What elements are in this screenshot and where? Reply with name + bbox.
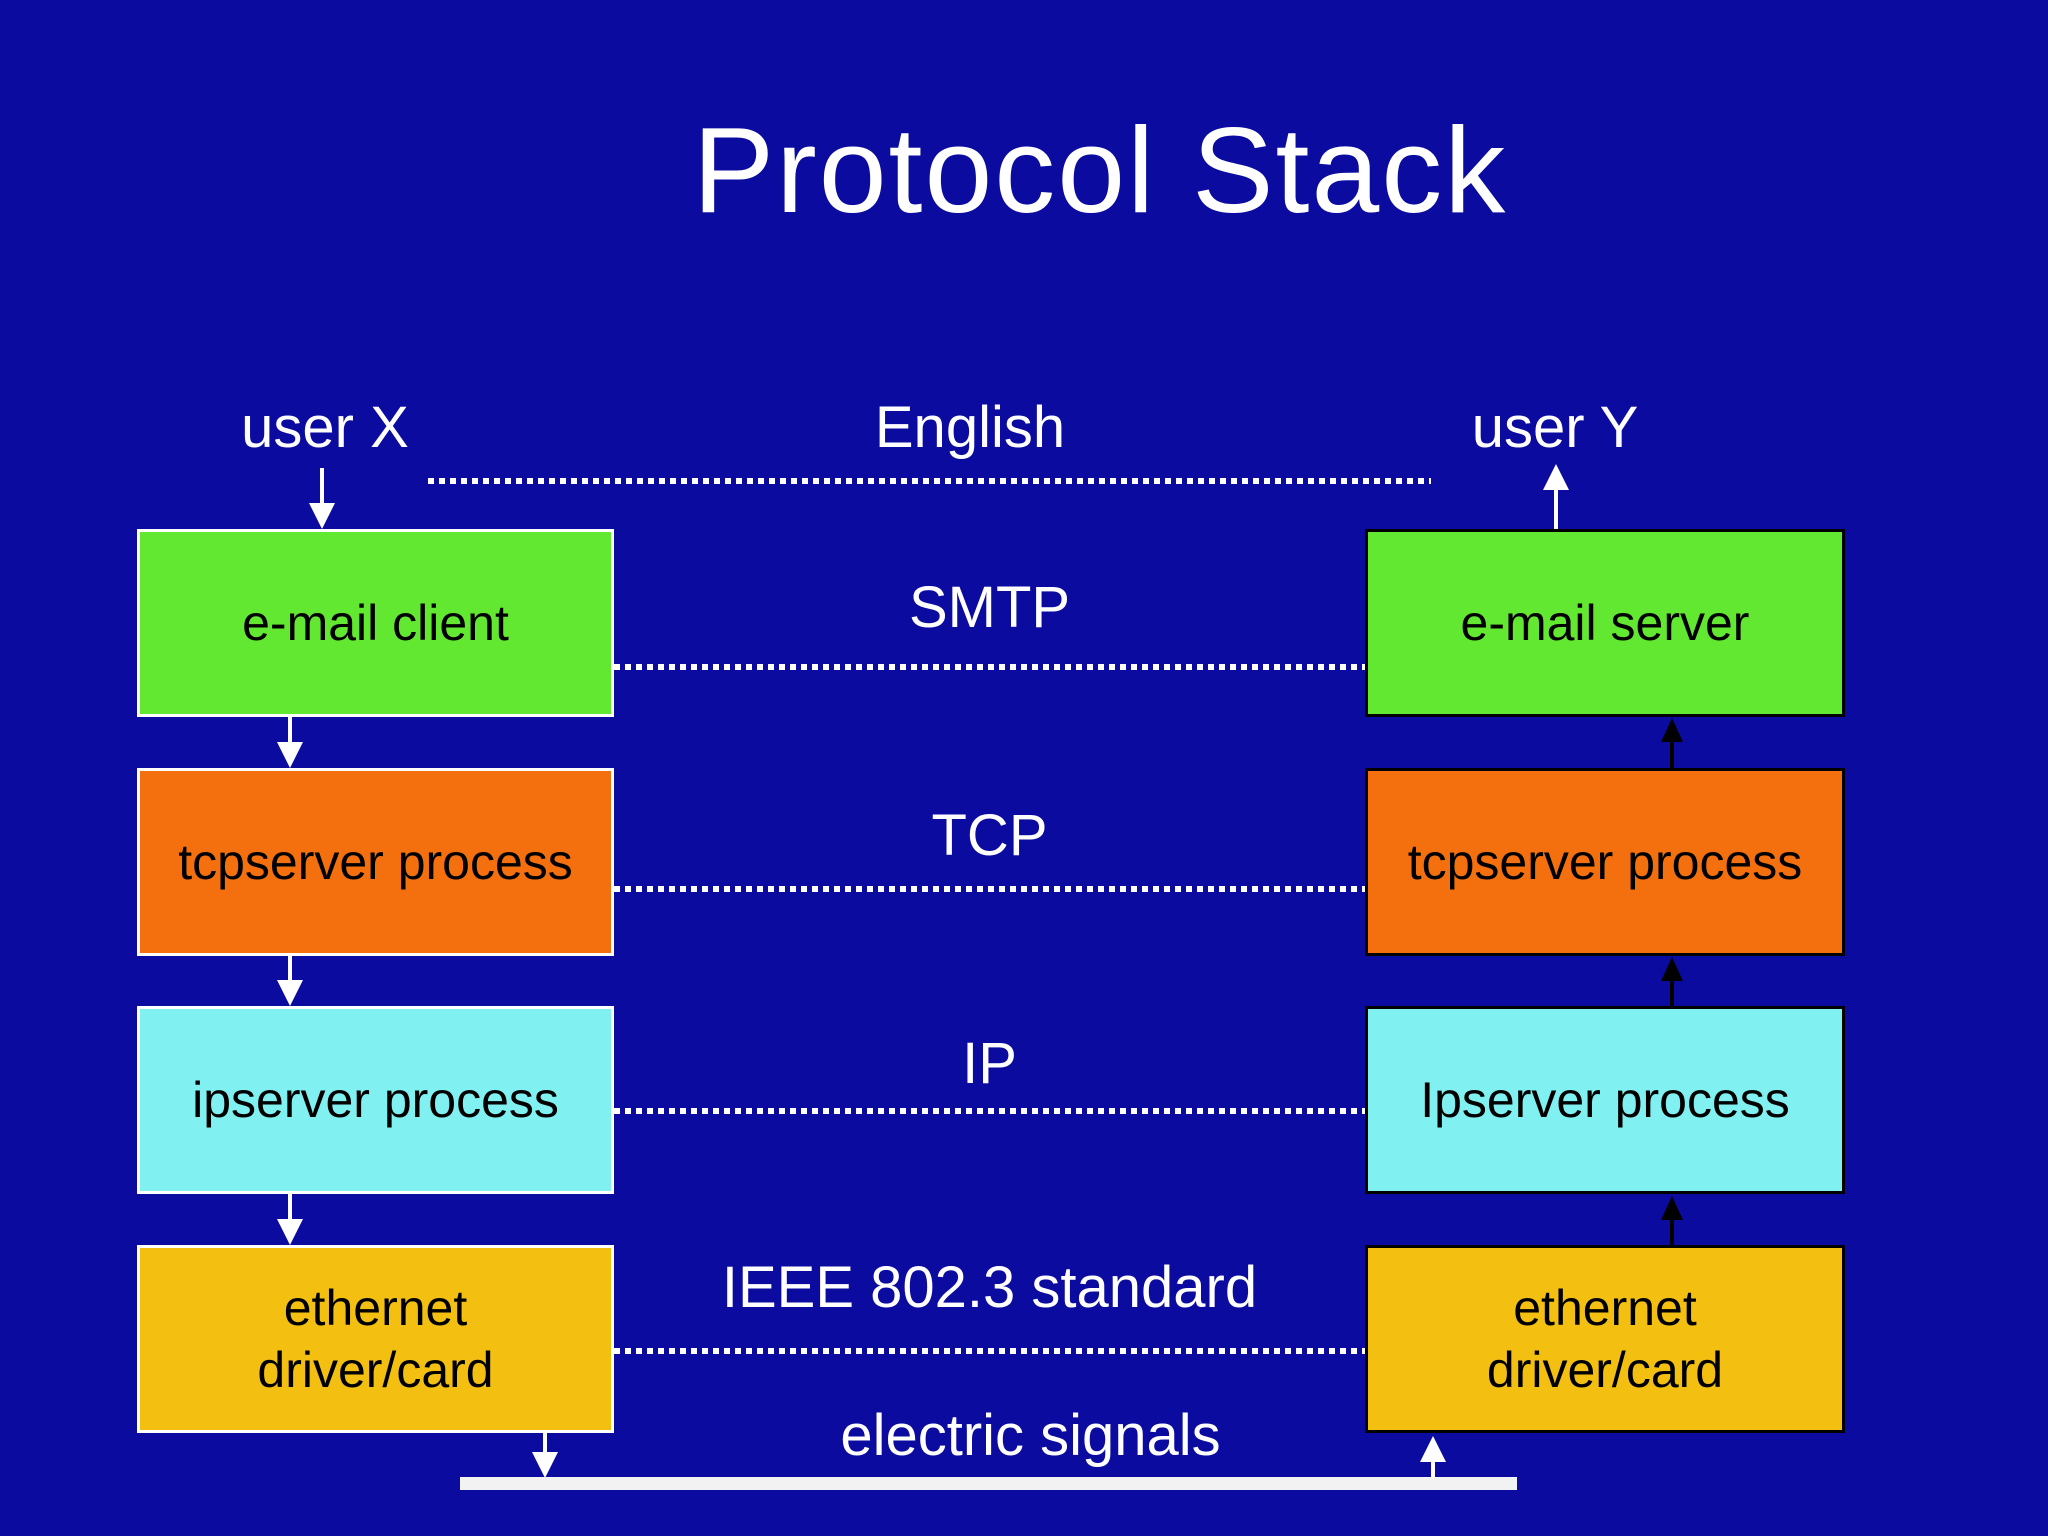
ieee-protocol-label: IEEE 802.3 standard [721,1255,1258,1320]
ethernet-right-box: ethernet driver/card [1365,1245,1845,1433]
tcp-protocol-label: TCP [931,803,1048,868]
slide-title: Protocol Stack [692,102,1508,238]
dotted-line-smtp [614,664,1365,670]
tcpserver-left-box: tcpserver process [137,768,614,956]
ethernet-left-box: ethernet driver/card [137,1245,614,1433]
dotted-line-english [428,478,1431,484]
email-client-box: e-mail client [137,529,614,717]
email-server-box: e-mail server [1365,529,1845,717]
ipserver-right-box: Ipserver process [1365,1006,1845,1194]
smtp-protocol-label: SMTP [908,575,1071,640]
tcpserver-right-box: tcpserver process [1365,768,1845,956]
top-protocol-label: English [874,395,1066,460]
user-x-label: user X [241,395,409,460]
dotted-line-ieee [614,1348,1365,1354]
user-y-label: user Y [1471,395,1639,460]
ip-protocol-label: IP [962,1031,1017,1096]
electric-signals-label: electric signals [840,1403,1221,1468]
physical-wire [460,1477,1517,1490]
dotted-line-ip [614,1108,1365,1114]
ipserver-left-box: ipserver process [137,1006,614,1194]
dotted-line-tcp [614,886,1365,892]
